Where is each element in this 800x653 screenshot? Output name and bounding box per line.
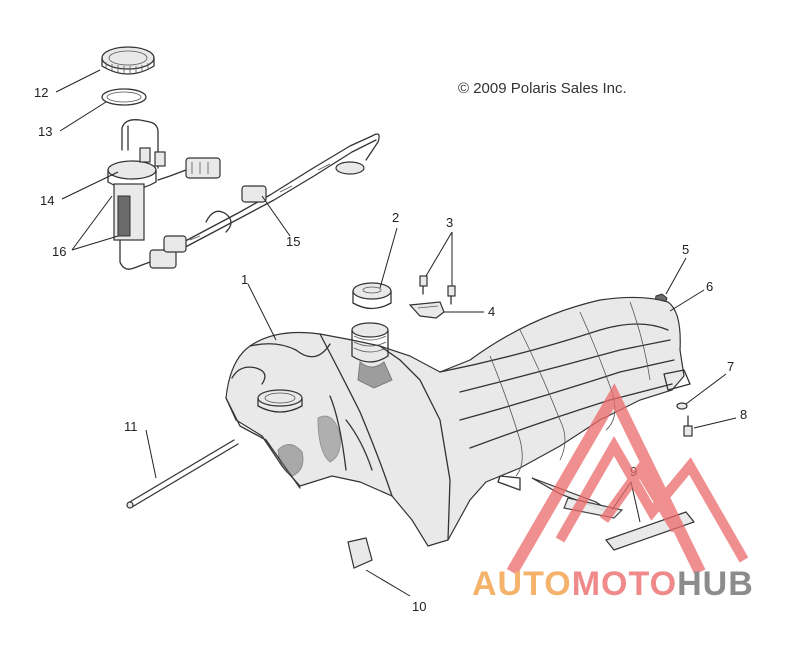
callout-labels: 1 2 3 4 5 6 7 8 9 10 11 12 13 14 15 16 [34,85,747,614]
watermark-word-auto: AUTO [472,565,572,603]
pad-10 [347,537,373,569]
callout-6: 6 [706,279,713,294]
rod-11 [126,439,239,509]
callout-16: 16 [52,244,66,259]
callout-5: 5 [682,242,689,257]
watermark-text: AUTOMOTOHUB [472,565,754,603]
lock-ring-12 [101,46,155,75]
callout-10: 10 [412,599,426,614]
callout-3: 3 [446,215,453,230]
callout-14: 14 [40,193,54,208]
callout-1: 1 [241,272,248,287]
callout-2: 2 [392,210,399,225]
callout-15: 15 [286,234,300,249]
callout-11: 11 [124,419,138,434]
svg-text:AUTOMOTOHUB: AUTOMOTOHUB [472,565,754,603]
callout-4: 4 [488,304,495,319]
watermark-word-moto: MOTO [572,565,677,603]
seal-13 [101,88,147,106]
callout-12: 12 [34,85,48,100]
bolts-3 [419,275,456,305]
bracket-4 [408,301,445,319]
fuel-tank-1 [225,296,691,547]
copyright-text: © 2009 Polaris Sales Inc. [458,80,627,97]
hose-harness-15 [163,133,380,253]
callout-8: 8 [740,407,747,422]
watermark-word-hub: HUB [677,565,754,603]
fuel-cap-2 [352,282,392,310]
callout-13: 13 [38,124,52,139]
fuel-pump-14 [107,119,221,270]
callout-7: 7 [727,359,734,374]
watermark-logo [506,383,749,576]
